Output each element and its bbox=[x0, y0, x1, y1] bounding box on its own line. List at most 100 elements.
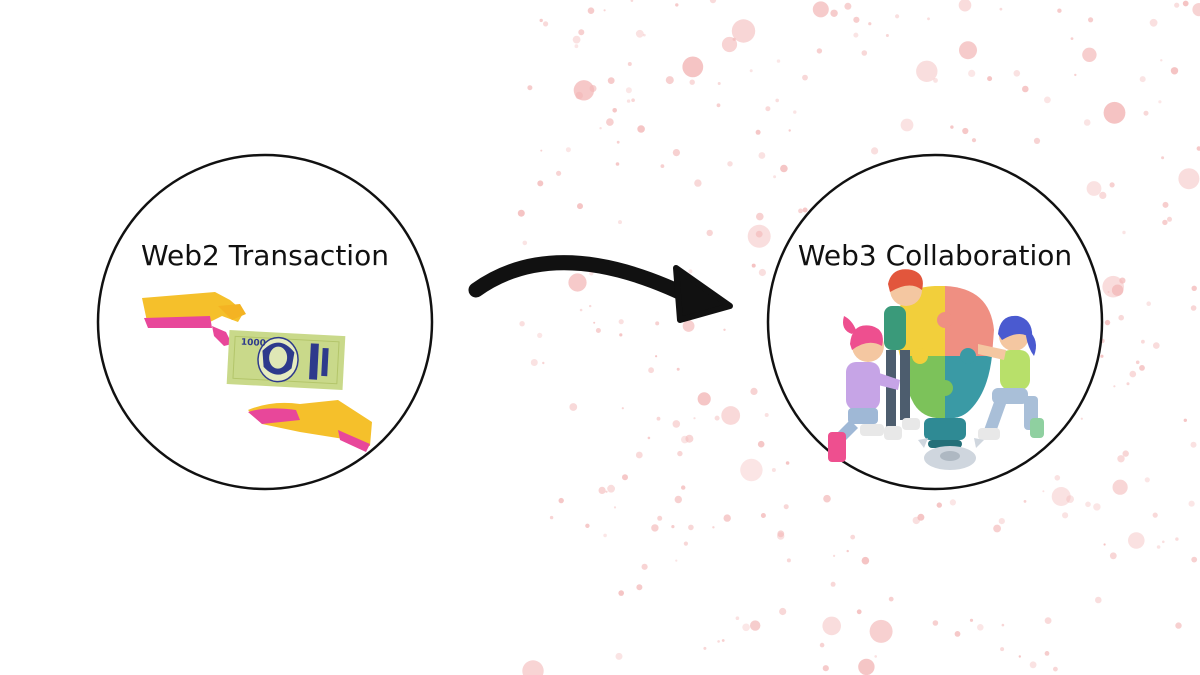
splatter-dot bbox=[1057, 8, 1062, 13]
splatter-dot bbox=[681, 435, 689, 444]
splatter-dot bbox=[712, 526, 715, 529]
splatter-dot bbox=[625, 87, 632, 94]
splatter-dot bbox=[1153, 342, 1160, 349]
splatter-dot bbox=[569, 403, 578, 411]
splatter-dot bbox=[675, 3, 679, 7]
splatter-dot bbox=[1170, 67, 1179, 75]
splatter-dot bbox=[574, 44, 579, 49]
splatter-dot bbox=[1175, 622, 1182, 629]
splatter-dot bbox=[577, 203, 583, 210]
splatter-dot bbox=[599, 127, 602, 130]
splatter-dot bbox=[635, 451, 643, 459]
transition-arrow bbox=[468, 255, 733, 323]
splatter-dot bbox=[1044, 651, 1050, 656]
splatter-dot bbox=[1139, 76, 1146, 83]
splatter-dot bbox=[802, 74, 808, 81]
splatter-dot bbox=[1191, 285, 1197, 291]
splatter-dot bbox=[717, 82, 721, 85]
splatter-dot bbox=[1053, 666, 1058, 672]
splatter-dot bbox=[603, 533, 607, 538]
splatter-dot bbox=[895, 14, 900, 19]
splatter-dot bbox=[1190, 305, 1197, 311]
splatter-dot bbox=[823, 494, 831, 503]
splatter-dot bbox=[621, 407, 624, 410]
splatter-dot bbox=[1109, 552, 1117, 560]
splatter-dot bbox=[549, 515, 554, 520]
splatter-dot bbox=[793, 110, 797, 114]
splatter-dot bbox=[517, 209, 525, 217]
splatter-dot bbox=[833, 554, 836, 558]
splatter-dot bbox=[697, 392, 711, 406]
splatter-dot bbox=[627, 62, 632, 66]
splatter-dot bbox=[731, 19, 756, 43]
splatter-dot bbox=[1190, 441, 1197, 448]
splatter-dot bbox=[1162, 219, 1168, 226]
splatter-dot bbox=[1146, 301, 1151, 307]
splatter-dot bbox=[788, 129, 791, 132]
splatter-dot bbox=[558, 497, 564, 504]
splatter-dot bbox=[760, 513, 766, 518]
splatter-dot bbox=[888, 596, 894, 602]
splatter-dot bbox=[727, 161, 733, 167]
splatter-dot bbox=[616, 140, 620, 144]
splatter-dot bbox=[607, 77, 615, 84]
splatter-dot bbox=[1044, 617, 1052, 624]
splatter-dot bbox=[618, 220, 622, 225]
splatter-dot bbox=[672, 420, 681, 428]
splatter-dot bbox=[716, 103, 721, 108]
splatter-dot bbox=[999, 7, 1003, 11]
splatter-dot bbox=[675, 559, 678, 562]
splatter-dot bbox=[858, 658, 875, 675]
person-red-hair-icon bbox=[884, 269, 923, 440]
splatter-dot bbox=[1152, 512, 1158, 518]
splatter-dot bbox=[572, 35, 581, 44]
splatter-dot bbox=[1103, 543, 1106, 546]
splatter-dot bbox=[1175, 537, 1179, 541]
splatter-dot bbox=[853, 16, 860, 23]
splatter-dot bbox=[1051, 487, 1071, 506]
splatter-dot bbox=[1093, 503, 1101, 511]
splatter-dot bbox=[850, 534, 856, 540]
splatter-dot bbox=[900, 118, 914, 132]
splatter-dot bbox=[589, 304, 592, 308]
splatter-dot bbox=[1149, 18, 1158, 27]
splatter-dot bbox=[1128, 532, 1145, 549]
splatter-dot bbox=[775, 98, 779, 103]
splatter-dot bbox=[1033, 137, 1041, 144]
splatter-dot bbox=[1001, 623, 1005, 627]
splatter-dot bbox=[954, 631, 961, 637]
splatter-dot bbox=[1141, 339, 1145, 344]
splatter-dot bbox=[1126, 382, 1130, 386]
splatter-dot bbox=[1070, 37, 1074, 40]
splatter-dot bbox=[1162, 201, 1169, 208]
splatter-dot bbox=[723, 514, 731, 522]
splatter-dot bbox=[613, 506, 617, 509]
splatter-dot bbox=[773, 175, 777, 179]
splatter-dot bbox=[1044, 96, 1051, 104]
splatter-dot bbox=[539, 18, 543, 23]
splatter-dot bbox=[822, 616, 841, 636]
splatter-dot bbox=[677, 450, 683, 457]
splatter-dot bbox=[573, 80, 595, 101]
splatter-dot bbox=[619, 333, 623, 337]
splatter-dot bbox=[682, 320, 695, 332]
banknote-icon: 1000 bbox=[226, 330, 346, 391]
splatter-dot bbox=[977, 624, 984, 631]
splatter-dot bbox=[1156, 545, 1161, 549]
splatter-dot bbox=[1013, 70, 1021, 77]
web3-node-label: Web3 Collaboration bbox=[798, 239, 1072, 272]
splatter-dot bbox=[962, 127, 969, 135]
splatter-dot bbox=[635, 29, 644, 38]
splatter-dot bbox=[959, 41, 977, 60]
splatter-dot bbox=[685, 434, 694, 443]
splatter-dot bbox=[776, 59, 781, 63]
splatter-dot bbox=[1109, 182, 1115, 188]
hands-exchanging-banknote-illustration: 1000 bbox=[142, 292, 372, 452]
splatter-dot bbox=[606, 118, 614, 126]
splatter-dot bbox=[758, 152, 766, 159]
splatter-dot bbox=[703, 646, 707, 650]
splatter-dot bbox=[1095, 596, 1102, 604]
splatter-dot bbox=[1178, 168, 1200, 190]
splatter-dot bbox=[618, 590, 624, 596]
